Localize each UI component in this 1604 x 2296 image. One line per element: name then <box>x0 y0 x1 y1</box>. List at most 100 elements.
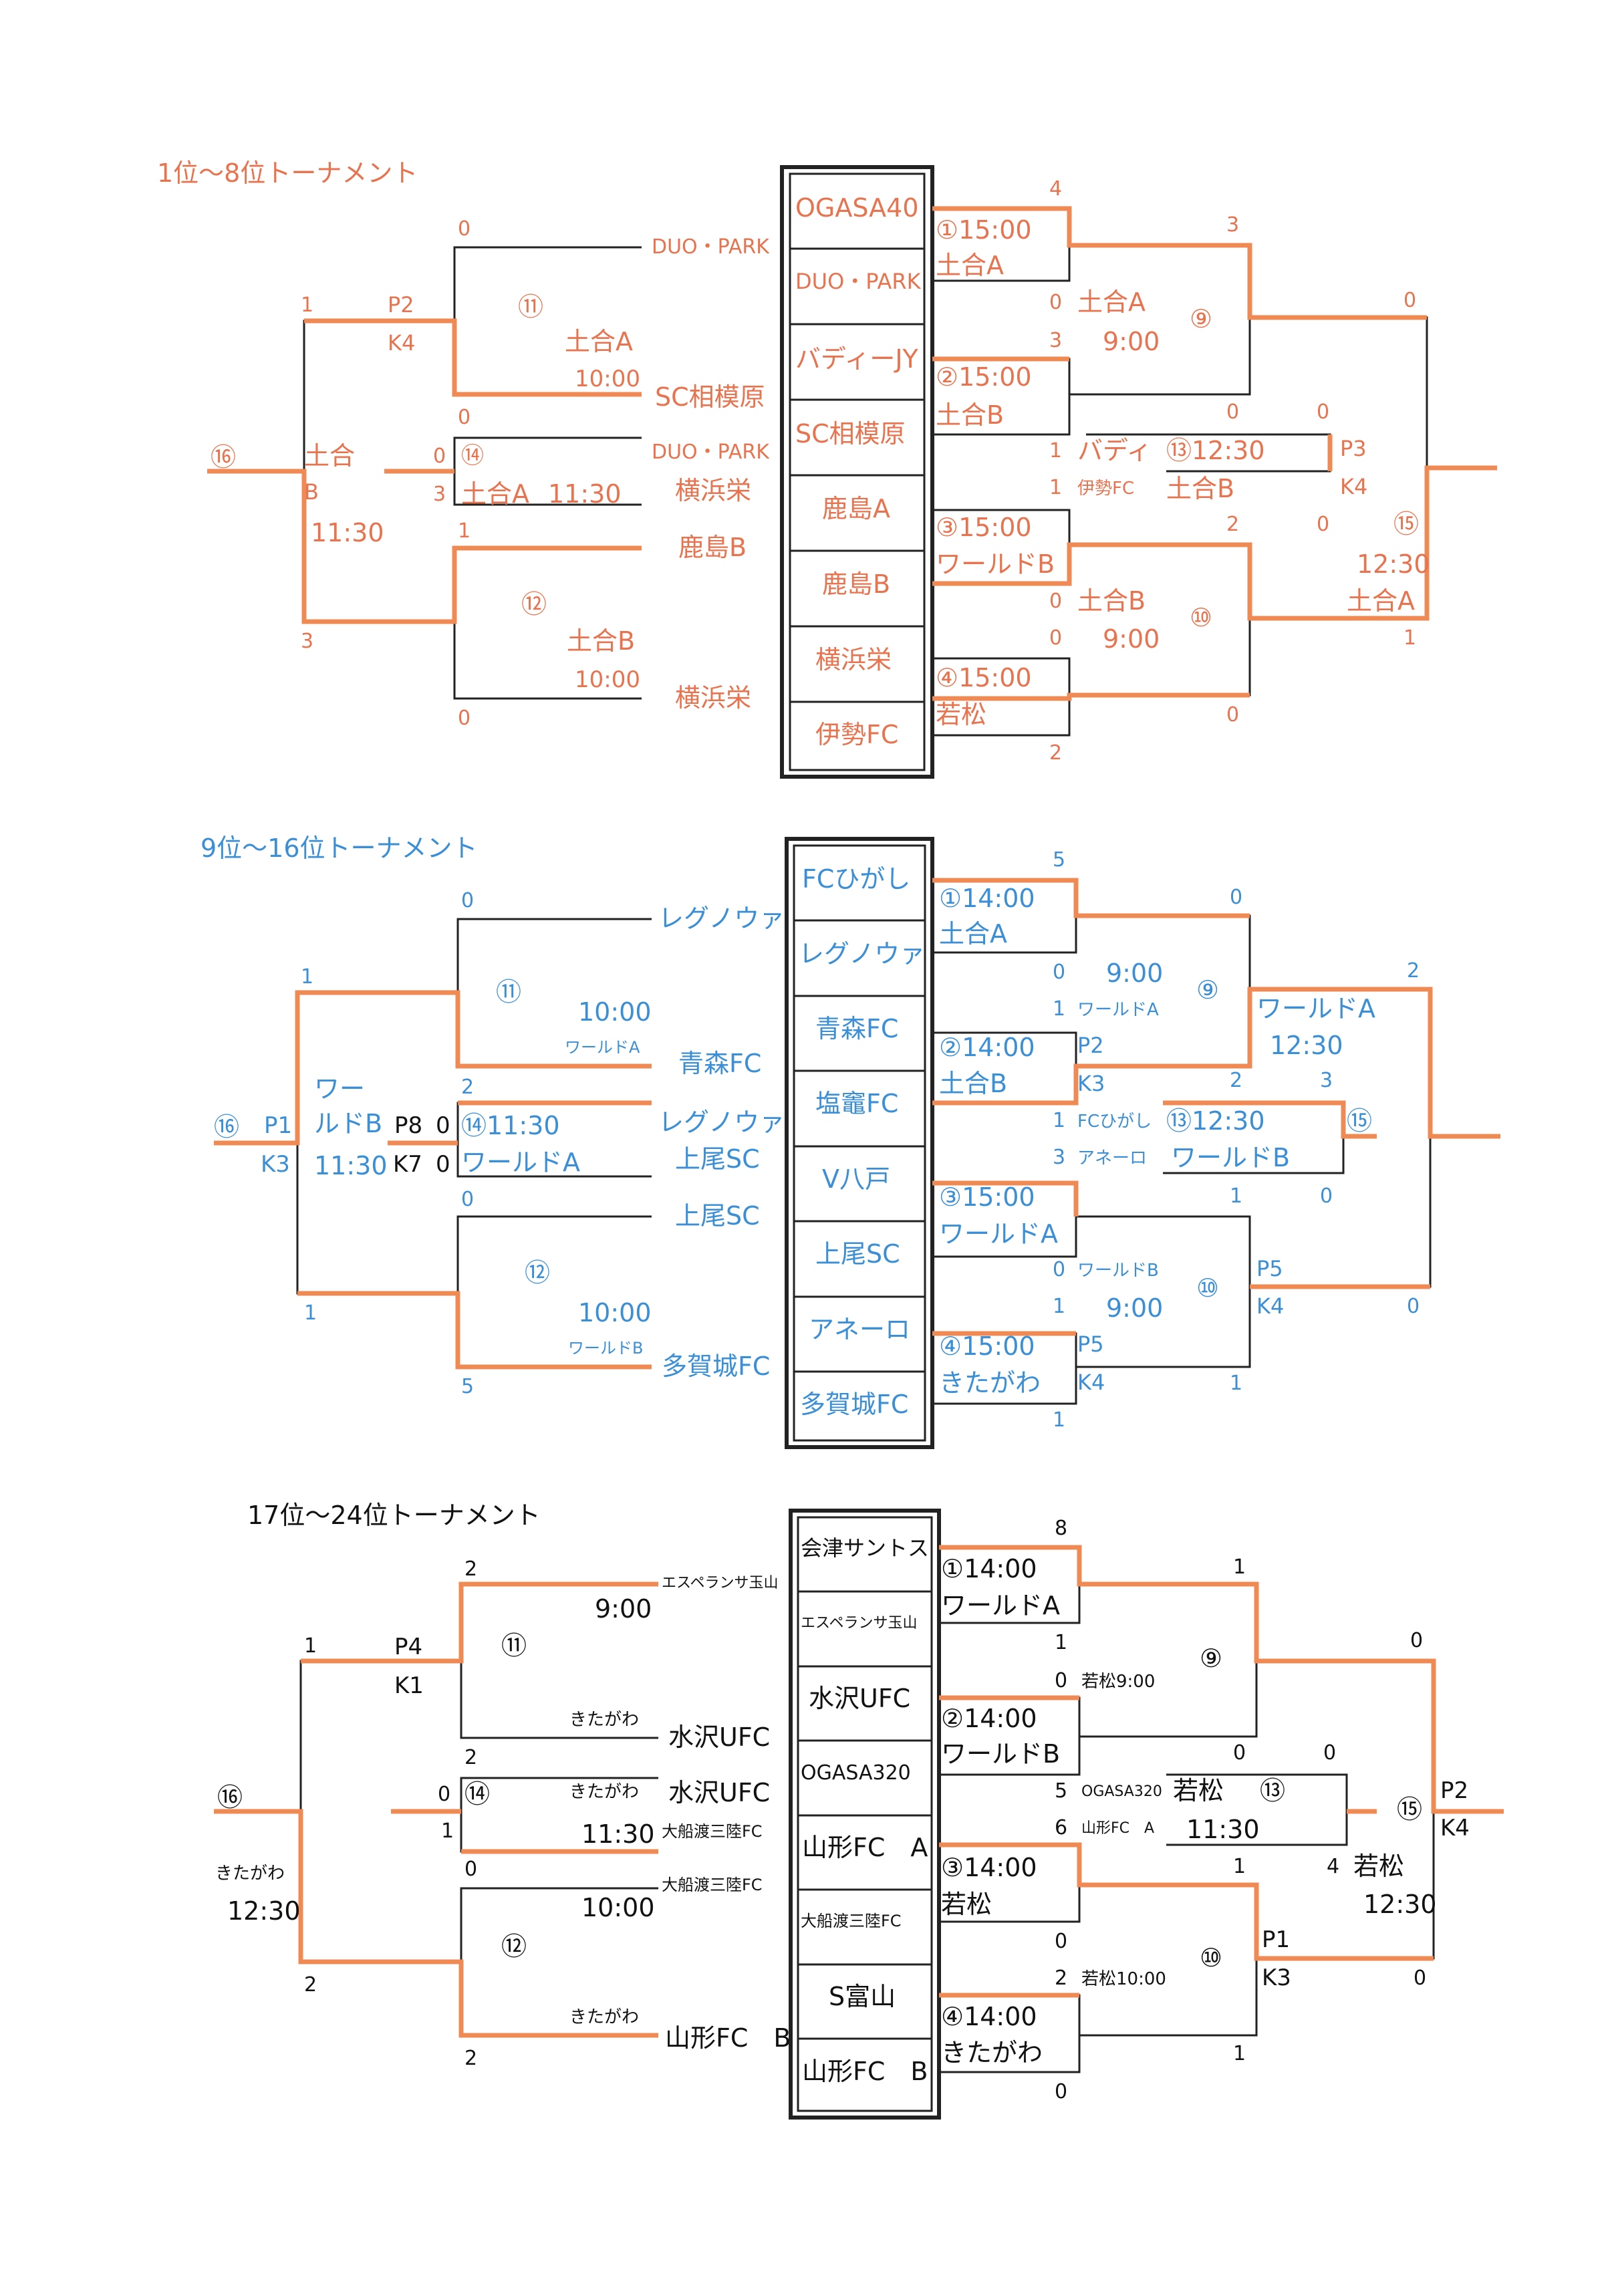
match-time: 11:30 <box>314 1151 388 1180</box>
match-time: ①14:00 <box>941 1554 1037 1583</box>
winner-name: きたがわ <box>939 1368 1041 1398</box>
score: 0 <box>1407 1295 1420 1318</box>
pk-score: P2 <box>388 292 414 317</box>
match-number: ⑫ <box>521 590 547 619</box>
team-name: DUO・PARK <box>652 440 769 464</box>
score: 0 <box>1053 961 1066 984</box>
team-name: きたがわ <box>569 1710 640 1730</box>
score: 5 <box>1053 848 1066 872</box>
score: 0 <box>464 1858 478 1881</box>
score: 1 <box>301 293 314 317</box>
score: 0 <box>436 1112 450 1139</box>
match-number: ⑩ <box>1190 603 1213 632</box>
team-box: 山形FC A <box>802 1833 928 1862</box>
score: 1 <box>304 1634 317 1658</box>
score: 1 <box>441 1819 454 1843</box>
team-name: 水沢UFC <box>668 1778 771 1807</box>
team-box: OGASA40 <box>795 193 919 223</box>
pk-score: K4 <box>1440 1815 1470 1841</box>
team-name: ワールドB <box>1077 1261 1159 1281</box>
score: 0 <box>1055 1930 1068 1953</box>
match-time: ②14:00 <box>939 1033 1035 1062</box>
team-name: 若松10:00 <box>1081 1969 1166 1989</box>
team-box: 鹿島B <box>822 569 891 599</box>
team-box: 伊勢FC <box>815 720 899 749</box>
match-time: 9:00 <box>1106 1293 1164 1323</box>
team-box: 会津サントス <box>801 1535 930 1561</box>
score: 0 <box>1049 291 1063 314</box>
team-box: 塩竈FC <box>815 1089 899 1118</box>
team-box: V八戸 <box>822 1164 890 1194</box>
score: 1 <box>458 519 471 543</box>
winner-name: 土合A <box>1347 586 1415 616</box>
score: 0 <box>433 444 446 468</box>
winner-name: 若松 <box>1173 1776 1224 1805</box>
team-name: 大船渡三陸FC <box>662 1822 763 1841</box>
match-time: ④14:00 <box>941 2002 1037 2031</box>
pk-score: K7 <box>393 1151 422 1178</box>
score: 0 <box>1055 2080 1068 2103</box>
team-name: 横浜栄 <box>675 476 752 505</box>
match-time: ③15:00 <box>936 513 1032 542</box>
section2-win-lines <box>214 878 1500 1370</box>
match-number: ⑭ <box>464 1779 491 1809</box>
pk-score: K4 <box>388 330 416 356</box>
match-time: ③14:00 <box>941 1853 1037 1882</box>
score: 4 <box>1049 177 1063 201</box>
score: 1 <box>1053 997 1066 1021</box>
section2-title: 9位～16位トーナメント <box>200 834 478 863</box>
team-name: OGASA320 <box>1081 1783 1162 1800</box>
match-number: ⑮ <box>1393 509 1420 539</box>
score: 2 <box>1230 1069 1243 1092</box>
match-time: 10:00 <box>575 366 640 392</box>
score: 2 <box>464 2047 478 2070</box>
team-name: 横浜栄 <box>675 683 752 713</box>
match-time: 10:00 <box>578 997 652 1027</box>
match-number: ⑪ <box>496 977 522 1007</box>
score: 0 <box>461 1188 475 1211</box>
winner-name: ワールドA <box>1256 994 1375 1023</box>
score: 3 <box>1049 329 1063 352</box>
score: 1 <box>1049 439 1063 463</box>
score: 0 <box>1230 886 1243 909</box>
team-name: 青森FC <box>678 1049 762 1078</box>
score: 0 <box>1226 703 1240 727</box>
team-box: 多賀城FC <box>800 1390 909 1419</box>
pk-score: P1 <box>264 1112 293 1139</box>
score: 0 <box>1055 1669 1068 1692</box>
score: 0 <box>1410 1629 1424 1652</box>
match-time: 11:30 <box>581 1819 655 1849</box>
match-time: 12:30 <box>1357 549 1430 579</box>
score: 2 <box>461 1075 475 1099</box>
winner-name: 若松 <box>941 1890 992 1919</box>
winner-name: 土合B <box>939 1069 1008 1098</box>
team-name: 上尾SC <box>675 1201 760 1231</box>
score: 0 <box>458 406 471 429</box>
section1-win-lines <box>207 206 1497 701</box>
team-name: 山形FC A <box>1081 1820 1155 1837</box>
score: 0 <box>436 1151 450 1178</box>
score: 0 <box>458 707 471 730</box>
team-name: DUO・PARK <box>652 235 769 259</box>
winner-name: B <box>304 479 319 505</box>
pk-score: P2 <box>1077 1033 1104 1058</box>
section3-title: 17位～24位トーナメント <box>247 1501 541 1530</box>
score: 1 <box>1233 1555 1246 1579</box>
score: 0 <box>1053 1258 1066 1281</box>
score: 3 <box>433 483 446 506</box>
team-name: 水沢UFC <box>668 1723 771 1752</box>
match-number: ⑬ <box>1260 1776 1286 1805</box>
match-time: ⑬12:30 <box>1166 436 1265 465</box>
winner-name: 土合A <box>565 327 633 356</box>
pk-score: P3 <box>1340 436 1367 461</box>
score: 1 <box>1053 1295 1066 1318</box>
score: 0 <box>1233 1741 1246 1765</box>
score: 1 <box>304 1301 317 1325</box>
score: 1 <box>1230 1184 1243 1208</box>
team-box: 上尾SC <box>815 1239 900 1269</box>
winner-name: ルドB <box>314 1109 383 1138</box>
score: 1 <box>1049 476 1063 499</box>
score: 2 <box>1407 959 1420 983</box>
team-box: レグノウァ <box>799 939 926 969</box>
team-box: 鹿島A <box>822 494 890 523</box>
